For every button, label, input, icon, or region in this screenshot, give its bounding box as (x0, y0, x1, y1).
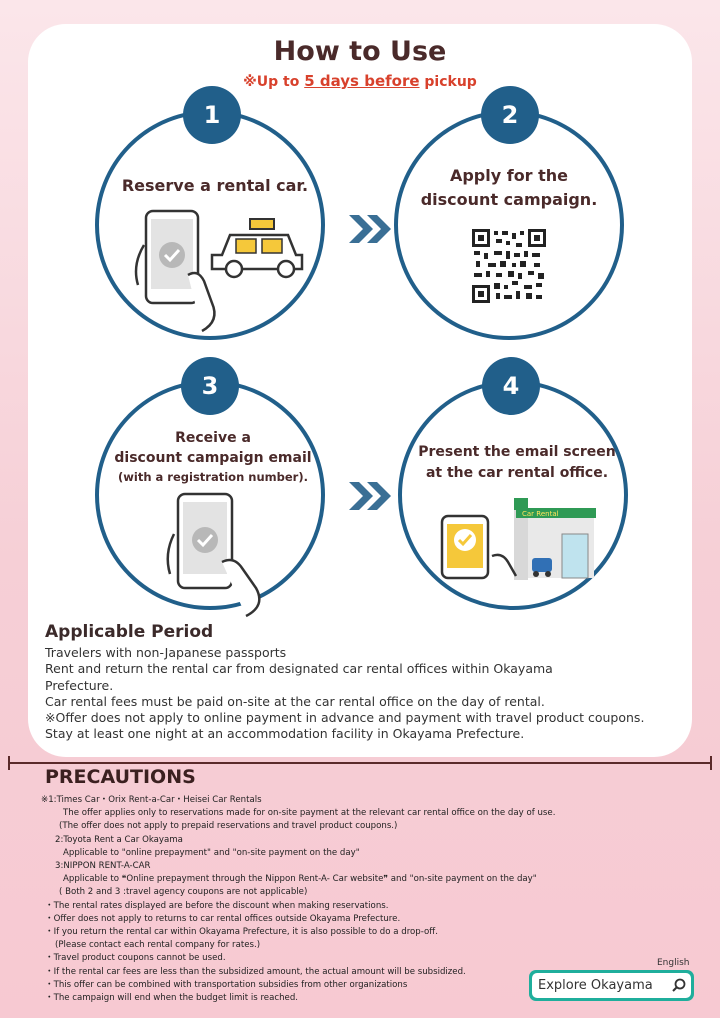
search-button[interactable] (668, 975, 689, 996)
step-4-badge: 4 (482, 357, 540, 415)
taxi-car-icon (210, 218, 304, 279)
rental-office-icon: Car Rental (440, 498, 596, 580)
shop-sign-text: Car Rental (522, 510, 559, 518)
step-2-text: Apply for the discount campaign. (420, 166, 598, 209)
phone-tap-icon (166, 492, 261, 618)
step-2-circle (394, 110, 624, 340)
applicable-period-body: Travelers with non-Japanese passports Re… (45, 645, 645, 742)
precautions-body: ※1:Times Car・Orix Rent-a-Car・Heisei Car … (41, 795, 556, 1004)
section-divider (8, 756, 712, 770)
step-2-badge: 2 (481, 86, 539, 144)
language-label[interactable]: English (657, 958, 690, 968)
applicable-period-title: Applicable Period (45, 622, 214, 642)
search-input[interactable]: Explore Okayama (532, 973, 691, 998)
qr-code[interactable] (472, 229, 546, 303)
step-3-text: Receive a discount campaign email (with … (114, 430, 312, 484)
double-chevron-icon (349, 482, 391, 510)
search-text: Explore Okayama (538, 978, 653, 993)
phone-tap-icon (134, 209, 216, 333)
search-icon (672, 978, 686, 992)
step-1-text: Reserve a rental car. (121, 176, 309, 195)
step-4-text: Present the email screen at the car rent… (418, 444, 616, 481)
step-1-badge: 1 (183, 86, 241, 144)
explore-okayama-search[interactable]: Explore Okayama (529, 970, 694, 1001)
double-chevron-icon (349, 215, 391, 243)
step-3-badge: 3 (181, 357, 239, 415)
page-title: How to Use (273, 36, 447, 67)
precautions-title: PRECAUTIONS (45, 766, 196, 788)
page-subtitle: ※Up to 5 days before pickup (243, 72, 477, 90)
